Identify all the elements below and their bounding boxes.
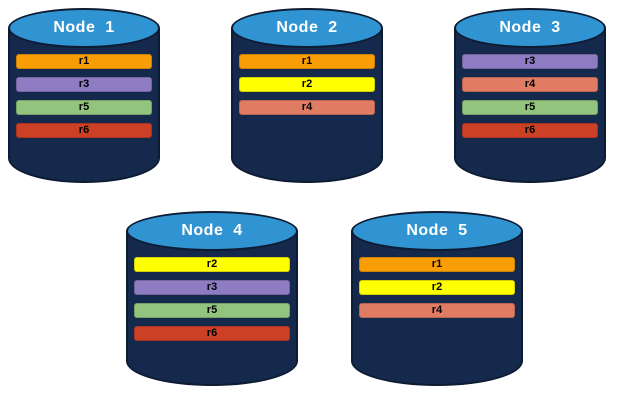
database-cylinder-node-3[interactable]: Node 3 r3 r4 r5 r6 <box>454 8 606 183</box>
node-label: Node 1 <box>53 19 115 36</box>
record-bar-r3[interactable]: r3 <box>462 54 598 69</box>
record-bar-r4[interactable]: r4 <box>239 100 375 115</box>
database-cylinder-node-1[interactable]: Node 1 r1 r3 r5 r6 <box>8 8 160 183</box>
record-list: r1 r2 r4 <box>351 257 523 326</box>
record-bar-r1[interactable]: r1 <box>16 54 152 69</box>
database-cylinder-node-2[interactable]: Node 2 r1 r2 r4 <box>231 8 383 183</box>
record-bar-r3[interactable]: r3 <box>16 77 152 92</box>
cylinder-top-ellipse <box>351 211 523 251</box>
node-label: Node 5 <box>406 222 468 239</box>
database-cylinder-node-4[interactable]: Node 4 r2 r3 r5 r6 <box>126 211 298 386</box>
node-label: Node 3 <box>499 19 561 36</box>
record-bar-r5[interactable]: r5 <box>16 100 152 115</box>
cylinder-top-ellipse <box>126 211 298 251</box>
record-bar-r2[interactable]: r2 <box>239 77 375 92</box>
node-label: Node 2 <box>276 19 338 36</box>
node-label: Node 4 <box>181 222 243 239</box>
record-list: r2 r3 r5 r6 <box>126 257 298 349</box>
database-cylinder-node-5[interactable]: Node 5 r1 r2 r4 <box>351 211 523 386</box>
record-bar-r4[interactable]: r4 <box>359 303 515 318</box>
record-list: r1 r2 r4 <box>231 54 383 123</box>
record-bar-r1[interactable]: r1 <box>359 257 515 272</box>
cylinder-top-ellipse <box>231 8 383 48</box>
record-bar-r2[interactable]: r2 <box>359 280 515 295</box>
record-bar-r2[interactable]: r2 <box>134 257 290 272</box>
record-bar-r3[interactable]: r3 <box>134 280 290 295</box>
record-list: r3 r4 r5 r6 <box>454 54 606 146</box>
record-bar-r5[interactable]: r5 <box>134 303 290 318</box>
record-list: r1 r3 r5 r6 <box>8 54 160 146</box>
record-bar-r6[interactable]: r6 <box>134 326 290 341</box>
cylinder-top-ellipse <box>454 8 606 48</box>
record-bar-r6[interactable]: r6 <box>16 123 152 138</box>
cylinder-top-ellipse <box>8 8 160 48</box>
record-bar-r4[interactable]: r4 <box>462 77 598 92</box>
record-bar-r5[interactable]: r5 <box>462 100 598 115</box>
record-bar-r1[interactable]: r1 <box>239 54 375 69</box>
record-bar-r6[interactable]: r6 <box>462 123 598 138</box>
